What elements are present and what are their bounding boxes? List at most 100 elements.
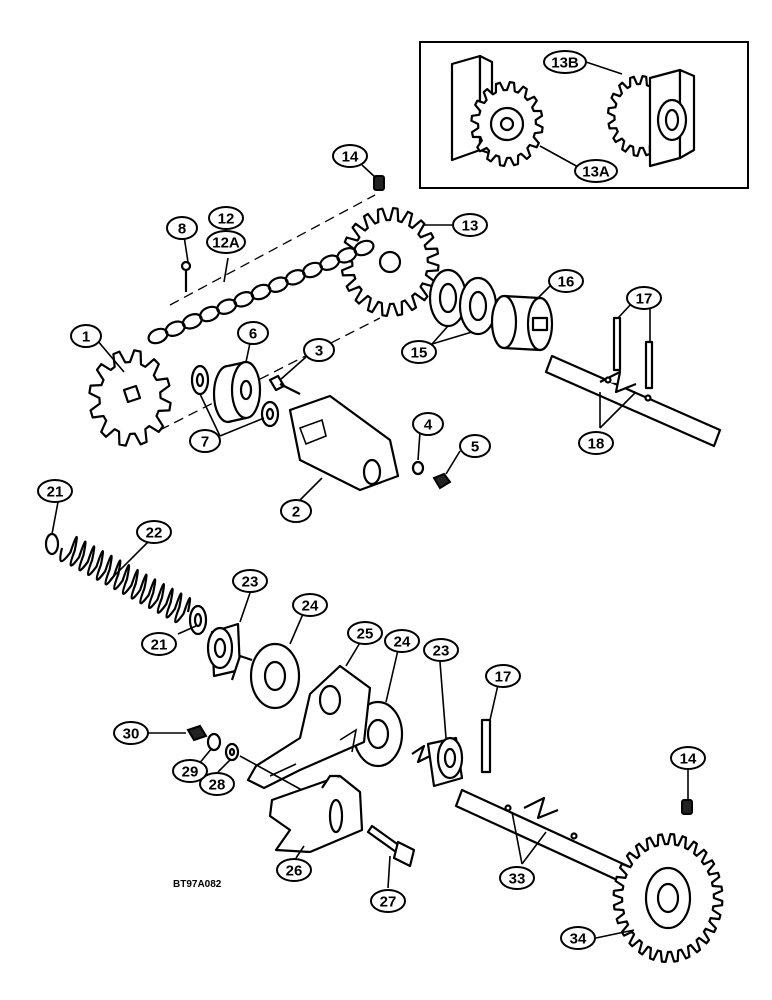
svg-text:13A: 13A xyxy=(582,164,610,181)
svg-text:13B: 13B xyxy=(551,55,579,72)
nut-30 xyxy=(186,724,208,742)
bolt-27 xyxy=(366,824,416,868)
svg-text:12: 12 xyxy=(218,211,235,228)
bushing-16 xyxy=(490,294,554,352)
callout-13a: 13A xyxy=(574,159,618,183)
svg-text:33: 33 xyxy=(509,871,526,888)
svg-text:21: 21 xyxy=(47,484,64,501)
svg-text:30: 30 xyxy=(123,726,140,743)
svg-text:24: 24 xyxy=(302,598,319,615)
callout-15: 15 xyxy=(401,340,437,364)
callout-21-right: 21 xyxy=(141,632,177,656)
callout-27: 27 xyxy=(370,889,406,913)
washer-28 xyxy=(224,742,240,762)
washer-21-right xyxy=(188,604,208,636)
callout-21-left: 21 xyxy=(37,479,73,503)
callout-23-lower: 23 xyxy=(423,638,459,662)
callout-14-lower: 14 xyxy=(670,746,706,770)
callout-12a: 12A xyxy=(206,230,246,254)
sprocket-13 xyxy=(340,207,440,317)
callout-17-upper: 17 xyxy=(626,286,662,310)
svg-text:23: 23 xyxy=(242,574,259,591)
callout-13: 13 xyxy=(452,213,488,237)
svg-text:8: 8 xyxy=(178,221,186,238)
nut-5 xyxy=(432,472,452,490)
alignment-line-upper xyxy=(169,194,376,306)
callout-24-lower: 24 xyxy=(384,629,420,653)
idler-arm-2 xyxy=(288,394,400,492)
callout-4: 4 xyxy=(412,412,444,436)
callout-12: 12 xyxy=(208,206,244,230)
callouts: 1 2 3 4 5 6 7 8 12 12A 13 13A 13B 14 14 … xyxy=(37,50,706,950)
lock-washer-4 xyxy=(411,460,425,476)
alignment-line-lower xyxy=(159,317,381,431)
svg-text:14: 14 xyxy=(342,149,359,166)
callout-3: 3 xyxy=(303,338,335,362)
callout-34: 34 xyxy=(560,926,596,950)
svg-text:22: 22 xyxy=(146,525,163,542)
callout-18: 18 xyxy=(578,431,614,455)
set-screw-top xyxy=(373,175,385,191)
svg-text:16: 16 xyxy=(558,274,575,291)
inset-sprocket-13b xyxy=(607,68,696,168)
svg-text:17: 17 xyxy=(636,291,653,308)
idler-spool-6 xyxy=(212,360,262,424)
plate-25 xyxy=(246,664,372,790)
svg-text:29: 29 xyxy=(182,764,199,781)
callout-8: 8 xyxy=(166,216,198,240)
svg-text:13: 13 xyxy=(462,218,479,235)
callout-23-upper: 23 xyxy=(232,569,268,593)
callout-5: 5 xyxy=(459,434,491,458)
drawing-code: BT97A082 xyxy=(173,879,222,890)
bolt-3 xyxy=(268,374,301,395)
callout-22: 22 xyxy=(136,520,172,544)
set-screw-lower xyxy=(681,799,693,815)
roller-chain-12 xyxy=(147,239,375,345)
callout-29: 29 xyxy=(172,759,208,783)
lock-washer-29 xyxy=(206,732,222,752)
sprocket-34 xyxy=(612,833,724,963)
callout-1: 1 xyxy=(70,324,102,348)
svg-text:15: 15 xyxy=(411,345,428,362)
svg-text:2: 2 xyxy=(292,504,300,521)
callout-2: 2 xyxy=(280,499,312,523)
svg-text:25: 25 xyxy=(357,626,374,643)
washer-7-left xyxy=(190,364,210,396)
svg-text:5: 5 xyxy=(471,439,479,456)
svg-text:6: 6 xyxy=(249,326,257,343)
svg-text:18: 18 xyxy=(588,436,605,453)
svg-text:4: 4 xyxy=(424,417,433,434)
callout-30: 30 xyxy=(113,721,149,745)
callout-33: 33 xyxy=(499,866,535,890)
spring-22 xyxy=(59,535,192,624)
washer-24-upper xyxy=(249,642,301,710)
svg-text:17: 17 xyxy=(495,669,512,686)
svg-text:27: 27 xyxy=(380,894,397,911)
svg-text:1: 1 xyxy=(82,329,90,346)
callout-14-top: 14 xyxy=(332,144,368,168)
svg-text:7: 7 xyxy=(201,434,209,451)
callout-13b: 13B xyxy=(543,50,587,74)
callout-6: 6 xyxy=(237,321,269,345)
pin-8 xyxy=(180,260,192,292)
callout-28: 28 xyxy=(199,772,235,796)
svg-text:14: 14 xyxy=(680,751,697,768)
svg-text:23: 23 xyxy=(433,643,450,660)
callout-7: 7 xyxy=(189,429,221,453)
washers-15 xyxy=(428,268,498,336)
svg-text:26: 26 xyxy=(286,863,303,880)
sprocket-1 xyxy=(88,349,172,447)
callout-26: 26 xyxy=(276,858,312,882)
washer-7-right xyxy=(260,400,280,428)
collar-23-lower xyxy=(411,736,464,788)
svg-text:3: 3 xyxy=(315,343,323,360)
svg-text:28: 28 xyxy=(209,777,226,794)
shaft-18 xyxy=(544,354,722,448)
collar-23-upper xyxy=(206,622,253,681)
bracket-26 xyxy=(268,774,364,854)
svg-text:24: 24 xyxy=(394,634,411,651)
washer-21-left xyxy=(44,532,60,556)
callout-25: 25 xyxy=(347,621,383,645)
callout-17-lower: 17 xyxy=(485,664,521,688)
